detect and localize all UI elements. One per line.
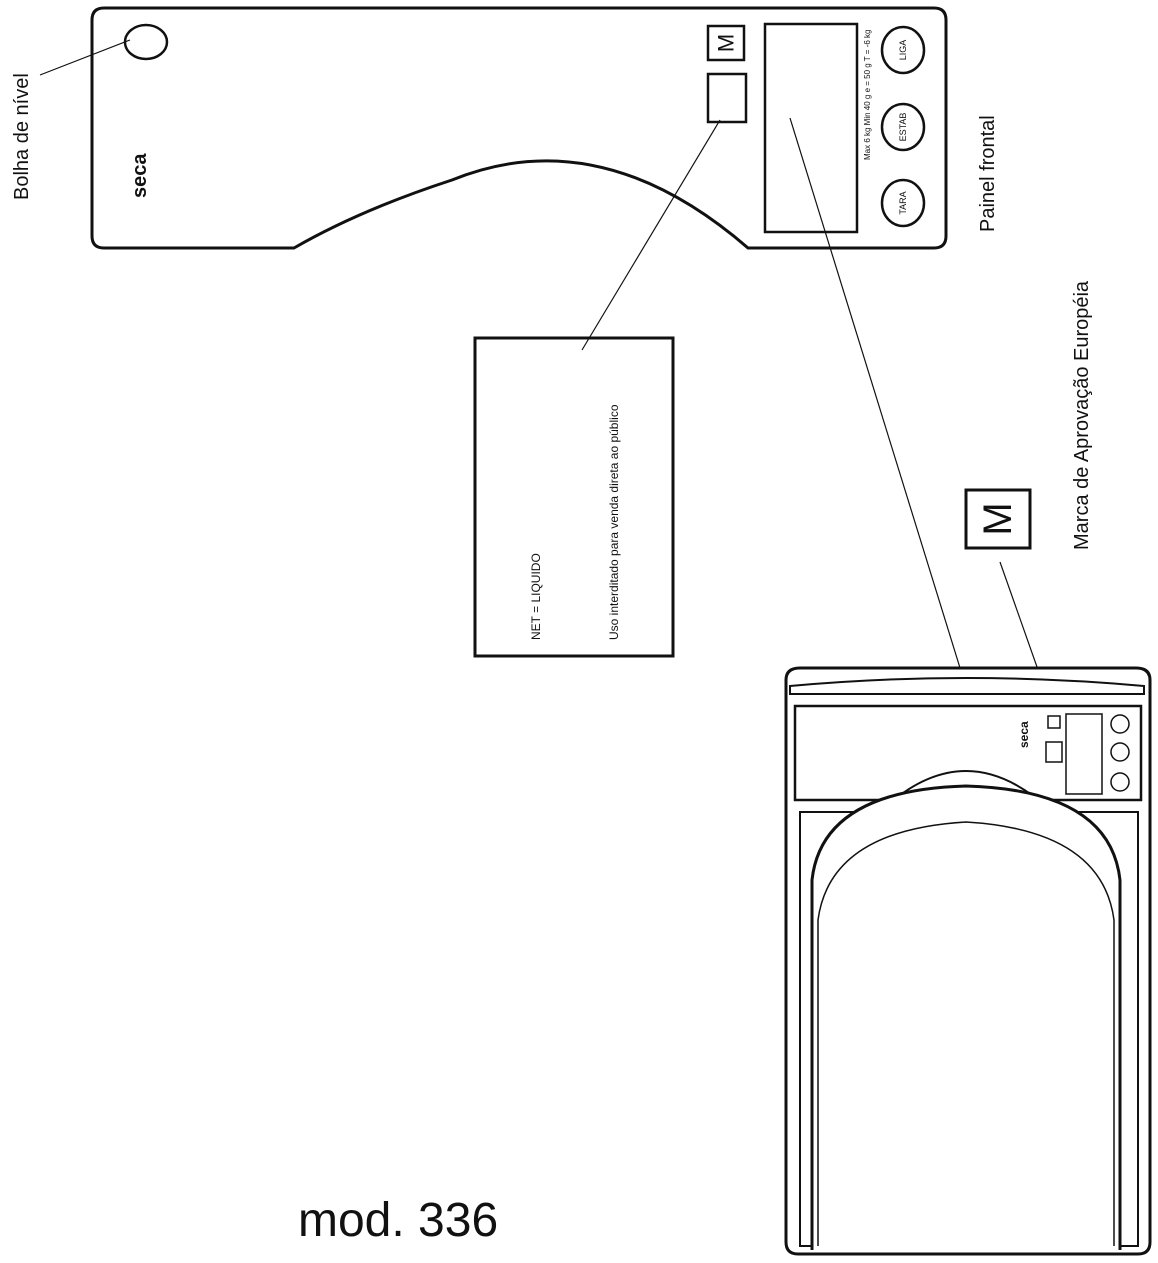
scale-button-2: [1110, 742, 1130, 762]
front-panel-label: Painel frontal: [977, 115, 999, 232]
panel-display: [763, 22, 859, 234]
scale-window-box: [1045, 741, 1063, 763]
panel-outline: [90, 6, 948, 250]
estab-button: [880, 102, 926, 152]
liga-button: [880, 25, 926, 75]
scale-display: [1065, 713, 1103, 795]
estab-button-label: ESTAB: [898, 113, 908, 142]
panel-brand-logo: seca: [129, 153, 151, 198]
panel-m-mark: M: [714, 34, 739, 52]
scale-button-1: [1110, 714, 1130, 734]
panel-m-mark-box: [706, 24, 746, 62]
scale-overview: seca: [784, 666, 1152, 1256]
leader-label-card: [581, 119, 721, 351]
tara-button-label: TARA: [898, 191, 908, 214]
scale-button-3: [1110, 772, 1130, 792]
label-card-frame: [473, 336, 675, 658]
level-bubble-label: Bolha de nível: [11, 73, 33, 200]
label-card: NET = LIQUIDO Uso interditado para venda…: [473, 336, 675, 658]
tara-button: [880, 178, 926, 228]
scale-brand-logo: seca: [1017, 721, 1031, 748]
leader-level-bubble: [39, 39, 131, 76]
label-card-net: NET = LIQUIDO: [529, 553, 543, 640]
panel-specs: Max 6 kg Min 40 g e = 50 g T = -6 kg: [863, 30, 872, 160]
leader-front-panel: [789, 117, 987, 753]
eu-mark-label: Marca de Aprovação Européia: [1071, 280, 1093, 550]
front-panel-enlarged: seca M Max 6 kg Min 40 g e = 50 g T = -6…: [90, 6, 948, 250]
scale-top-rim: [789, 677, 1145, 695]
label-card-notice: Uso interditado para venda direta ao púb…: [607, 404, 621, 640]
level-bubble-icon: [123, 23, 169, 61]
scale-m-mark-box: [1047, 715, 1061, 729]
panel-window-box: [706, 72, 748, 124]
eu-mark-box: [964, 488, 1032, 550]
scale-pan-inner: [817, 821, 1115, 1246]
eu-mark-symbol: M: [976, 502, 1020, 535]
liga-button-label: LIGA: [898, 40, 908, 61]
scale-weighing-pan: [810, 784, 1122, 1250]
model-label: mod. 336: [298, 1194, 498, 1247]
